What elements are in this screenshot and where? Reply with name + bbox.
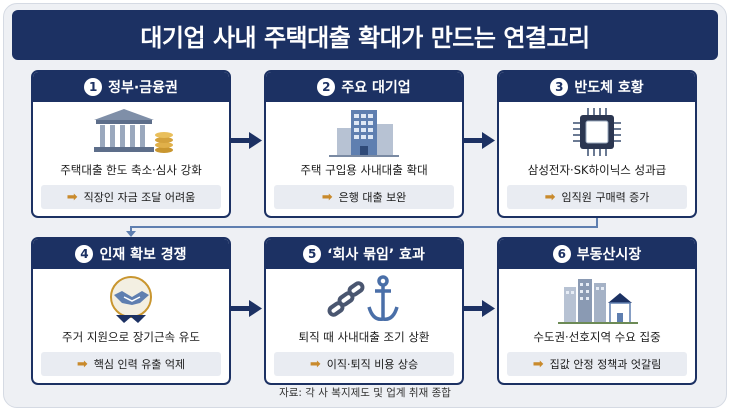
- card-company-tie-effect: 5 ‘회사 묶임’ 효과 퇴직 때 사내대출 조기 상환 ➡ 이직·퇴직 비용 …: [264, 237, 464, 385]
- apartment-houses-icon: [558, 279, 638, 324]
- step-number-badge: 6: [552, 245, 571, 263]
- arrow-right-icon: ➡: [309, 356, 321, 372]
- step-number-badge: 1: [84, 78, 103, 96]
- card-result-text: 이직·퇴직 비용 상승: [326, 358, 419, 371]
- card-header: 3 반도체 호황: [499, 72, 695, 102]
- card-real-estate-market: 6 부동산시장 수도권·선호지역 수요 집중 ➡ 집값 안정 정책과 엇갈림: [497, 237, 697, 385]
- card-header: 6 부동산시장: [499, 239, 695, 269]
- card-description: 퇴직 때 사내대출 조기 상환: [298, 330, 430, 344]
- card-heading: 정부·금융권: [108, 80, 178, 96]
- connector-1-to-2: [231, 132, 262, 149]
- arrow-right-icon: ➡: [532, 356, 544, 372]
- card-result: ➡ 핵심 인력 유출 억제: [41, 352, 221, 376]
- title-bar: 대기업 사내 주택대출 확대가 만드는 연결고리: [12, 10, 718, 60]
- card-result: ➡ 이직·퇴직 비용 상승: [274, 352, 454, 376]
- source-note: 자료: 각 사 복지제도 및 업계 취재 종합: [279, 387, 451, 399]
- step-number-badge: 3: [550, 78, 569, 96]
- handshake-icon: [110, 276, 152, 323]
- connector-3-to-4-arrowhead: [126, 231, 136, 237]
- bank-with-coins-icon: [94, 109, 173, 153]
- card-header: 2 주요 대기업: [266, 72, 462, 102]
- card-header: 4 인재 확보 경쟁: [33, 239, 229, 269]
- card-description: 삼성전자·SK하이닉스 성과급: [527, 163, 667, 177]
- arrow-right-icon: ➡: [76, 356, 88, 372]
- card-heading: ‘회사 묶임’ 효과: [327, 247, 425, 263]
- arrow-right-icon: ➡: [66, 189, 78, 205]
- card-result-text: 핵심 인력 유출 억제: [93, 358, 186, 371]
- card-description: 주택 구입용 사내대출 확대: [300, 163, 428, 177]
- step-number-badge: 2: [317, 78, 336, 96]
- card-talent-competition: 4 인재 확보 경쟁 주거 지원으로 장기근속 유도 ➡ 핵심 인력 유출 억제: [31, 237, 231, 385]
- card-heading: 부동산시장: [576, 247, 642, 263]
- card-heading: 반도체 호황: [574, 80, 644, 96]
- card-result: ➡ 임직원 구매력 증가: [507, 185, 687, 209]
- card-result-text: 은행 대출 보완: [338, 191, 407, 204]
- card-header: 1 정부·금융권: [33, 72, 229, 102]
- arrow-right-icon: ➡: [321, 189, 333, 205]
- card-description: 주택대출 한도 축소·심사 강화: [60, 163, 202, 177]
- card-heading: 인재 확보 경쟁: [99, 247, 187, 263]
- card-description: 주거 지원으로 장기근속 유도: [62, 330, 200, 344]
- card-description: 수도권·선호지역 수요 집중: [533, 330, 661, 344]
- card-government-finance: 1 정부·금융권 주택대출 한도 축소·심사 강화 ➡ 직장인 자금 조달 어려…: [31, 70, 231, 218]
- card-major-conglomerates: 2 주요 대기업 주택 구입용 사내대출 확대 ➡ 은행 대출 보완: [264, 70, 464, 218]
- connector-4-to-5: [231, 300, 262, 317]
- step-number-badge: 5: [303, 245, 322, 263]
- card-result: ➡ 집값 안정 정책과 엇갈림: [507, 352, 687, 376]
- card-result-text: 임직원 구매력 증가: [561, 191, 650, 204]
- step-number-badge: 4: [75, 245, 94, 263]
- arrow-right-icon: ➡: [544, 189, 556, 205]
- card-result-text: 직장인 자금 조달 어려움: [83, 191, 196, 204]
- card-result: ➡ 직장인 자금 조달 어려움: [41, 185, 221, 209]
- card-result: ➡ 은행 대출 보완: [274, 185, 454, 209]
- card-heading: 주요 대기업: [341, 80, 411, 96]
- card-header: 5 ‘회사 묶임’ 효과: [266, 239, 462, 269]
- connector-3-to-4: [130, 218, 598, 232]
- page-title: 대기업 사내 주택대출 확대가 만드는 연결고리: [140, 23, 590, 52]
- connector-5-to-6: [464, 300, 495, 317]
- card-semiconductor-boom: 3 반도체 호황 삼성전자·SK하이닉스 성과급 ➡ 임직원 구매력 증가: [497, 70, 697, 218]
- chain-anchor-icon: [327, 275, 399, 321]
- microchip-icon: [573, 108, 621, 156]
- card-result-text: 집값 안정 정책과 엇갈림: [549, 358, 662, 371]
- connector-2-to-3: [464, 132, 495, 149]
- office-building-icon: [329, 110, 399, 157]
